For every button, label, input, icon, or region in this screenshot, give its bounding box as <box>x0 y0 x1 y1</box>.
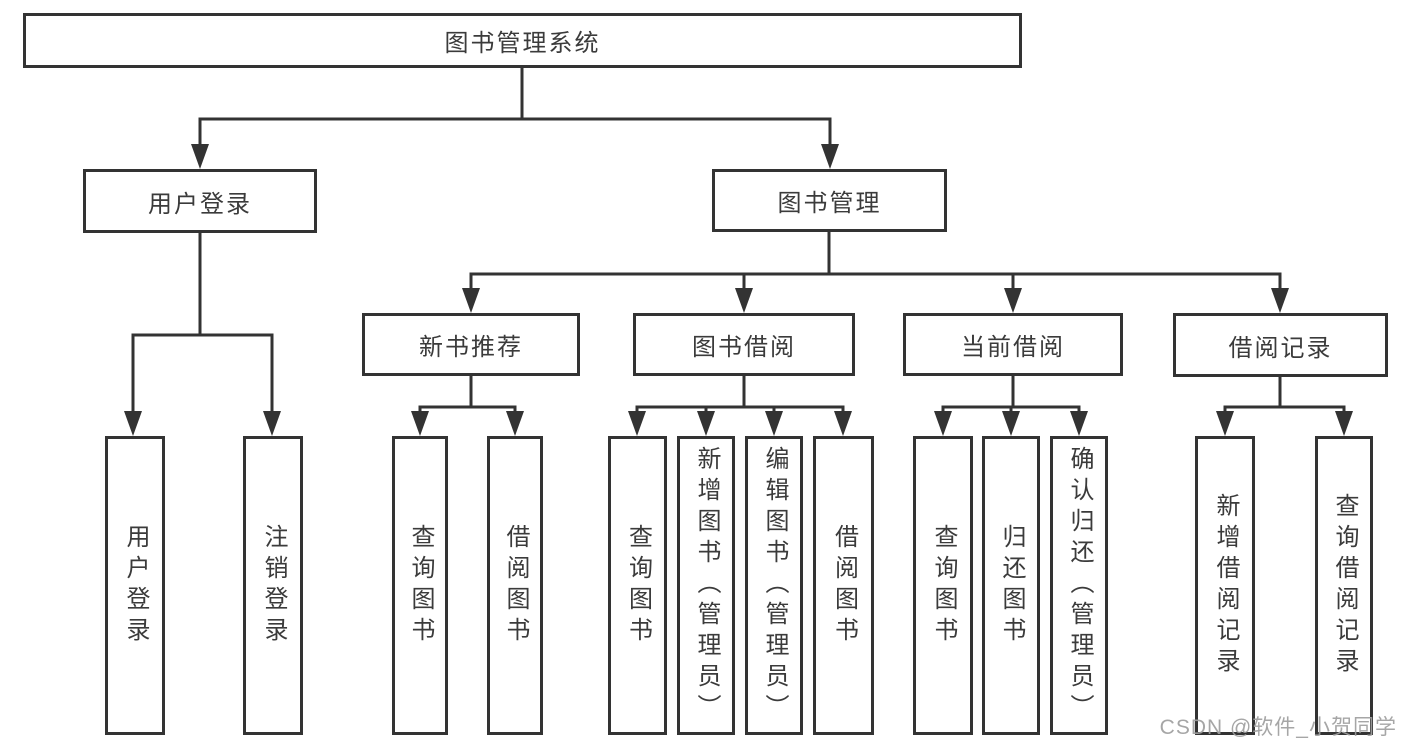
leaf-user-login: 用户登录 <box>105 436 165 735</box>
node-book-borrowing: 图书借阅 <box>633 313 855 376</box>
leaf-confirm-return-admin: 确认归还（管理员） <box>1050 436 1108 735</box>
node-label: 用户登录 <box>122 523 149 648</box>
node-label: 归还图书 <box>998 523 1025 648</box>
node-label: 图书借阅 <box>692 334 796 361</box>
csdn-watermark: CSDN @软件_小贺同学 <box>1159 716 1397 739</box>
node-library-system: 图书管理系统 <box>23 13 1022 68</box>
node-user-login: 用户登录 <box>83 169 317 233</box>
node-label: 注销登录 <box>260 523 287 648</box>
node-label: 新增借阅记录 <box>1212 492 1239 679</box>
node-label: 查询图书 <box>624 523 652 648</box>
leaf-query-books-current: 查询图书 <box>913 436 973 735</box>
node-borrowing-records: 借阅记录 <box>1173 313 1388 377</box>
leaf-logout: 注销登录 <box>243 436 303 735</box>
arrowhead-icons <box>124 144 1353 436</box>
leaf-query-books-recommend: 查询图书 <box>392 436 448 735</box>
node-label: 借阅图书 <box>830 523 858 648</box>
node-label: 查询图书 <box>930 523 957 648</box>
node-current-borrowing: 当前借阅 <box>903 313 1123 376</box>
leaf-query-borrow-record: 查询借阅记录 <box>1315 436 1373 735</box>
node-label: 新书推荐 <box>419 334 523 361</box>
leaf-query-books-borrowing: 查询图书 <box>608 436 667 735</box>
node-book-management: 图书管理 <box>712 169 947 232</box>
node-label: 查询图书 <box>407 523 434 648</box>
node-label: 查询借阅记录 <box>1331 492 1358 679</box>
leaf-return-books: 归还图书 <box>982 436 1040 735</box>
node-new-book-recommend: 新书推荐 <box>362 313 580 376</box>
node-label: 当前借阅 <box>961 334 1065 361</box>
node-label: 用户登录 <box>148 190 252 218</box>
leaf-edit-books-admin: 编辑图书（管理员） <box>745 436 803 735</box>
leaf-borrow-books: 借阅图书 <box>813 436 874 735</box>
leaf-borrow-books-recommend: 借阅图书 <box>487 436 543 735</box>
leaf-add-borrow-record: 新增借阅记录 <box>1195 436 1255 735</box>
leaf-add-books-admin: 新增图书（管理员） <box>677 436 735 735</box>
node-label: 借阅记录 <box>1228 334 1333 362</box>
node-label: 编辑图书（管理员） <box>761 446 788 725</box>
node-label: 确认归还（管理员） <box>1066 446 1093 725</box>
node-label: 借阅图书 <box>502 523 529 648</box>
node-label: 图书管理系统 <box>444 30 601 57</box>
node-label: 图书管理 <box>777 190 882 217</box>
node-label: 新增图书（管理员） <box>693 446 720 725</box>
